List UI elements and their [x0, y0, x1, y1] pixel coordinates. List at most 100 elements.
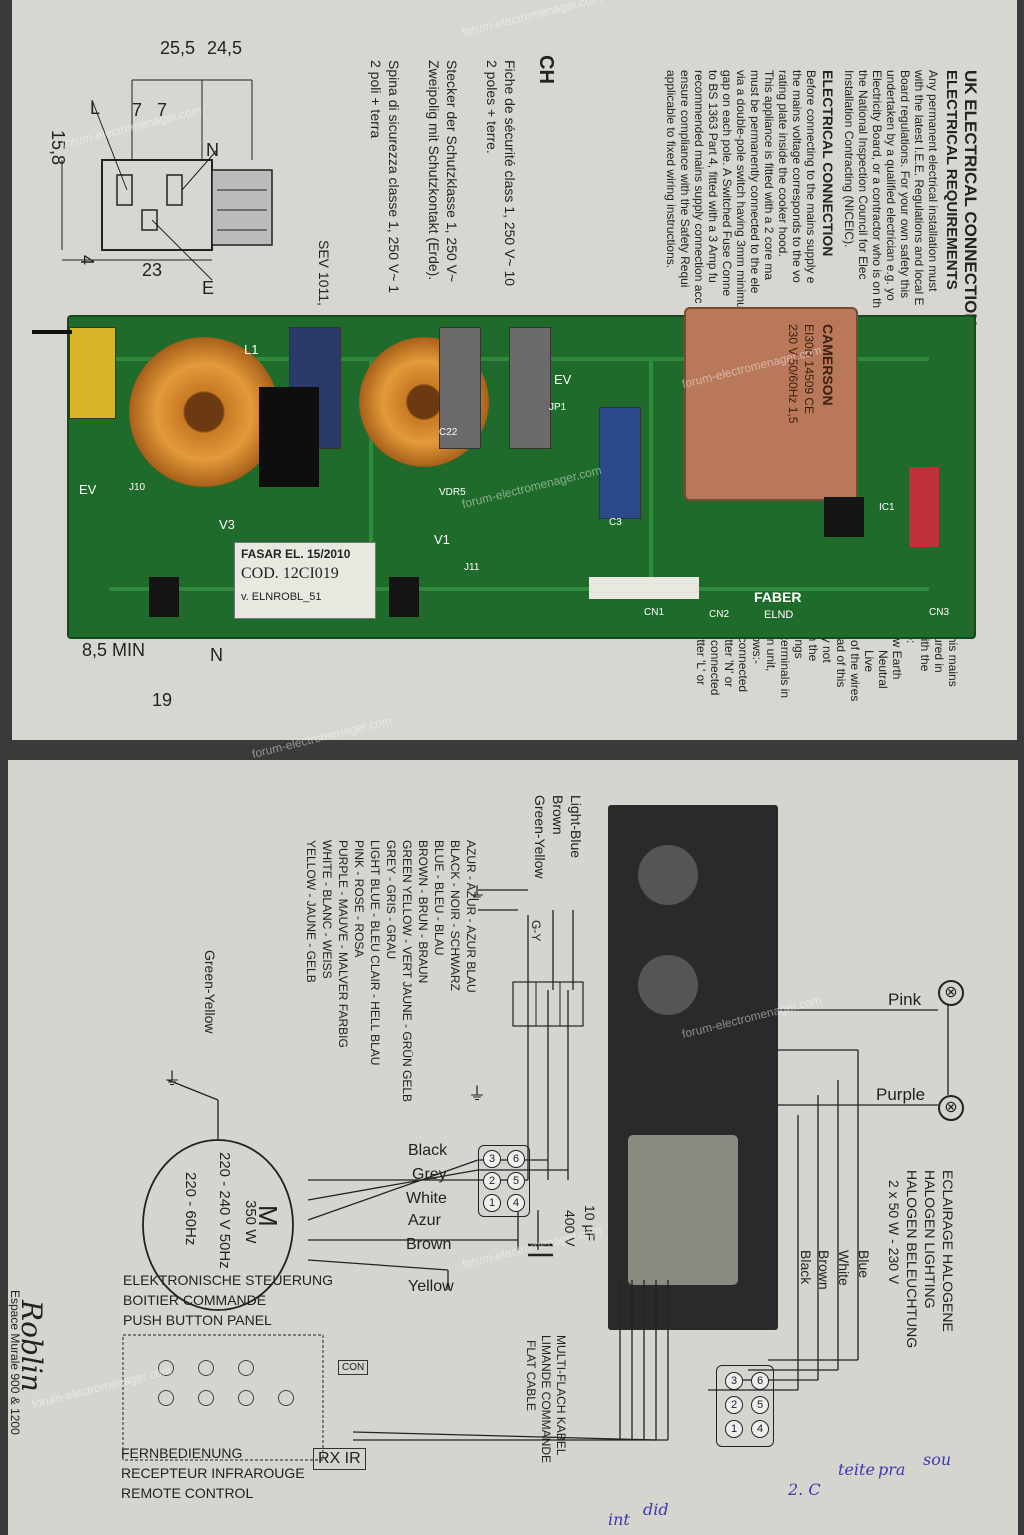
- flat-cable-line: MULTI-FLACH KABEL: [554, 1335, 568, 1456]
- uk-conn-line: the mains voltage corresponds to the vo: [790, 70, 804, 283]
- panel-button: [278, 1390, 294, 1406]
- mains-light-blue: Light-Blue: [568, 795, 584, 859]
- pcb-model: ELND: [764, 609, 794, 621]
- lighting-line: 2 x 50 W - 230 V: [886, 1180, 902, 1285]
- pcb-label-c22: C22: [439, 427, 458, 438]
- lamp-purple-label: Purple: [876, 1085, 926, 1104]
- uk-body-line: with the latest I.E.E. Regulations and l…: [912, 70, 926, 306]
- ch-line: 2 poli + terra: [368, 60, 384, 139]
- panel-line: BOITIER COMMANDE: [123, 1292, 267, 1308]
- legend-line: BROWN - BRUN - BRAUN: [416, 840, 430, 984]
- panel-con-label: CON: [338, 1360, 369, 1375]
- sticker-line2: COD. 12CI019: [241, 565, 339, 582]
- dim-d9: 19: [152, 690, 173, 710]
- pcb-board: CAMERSON EI30R 14509 CE 230 V 50/60Hz 1,…: [67, 307, 976, 639]
- dim-d3: 7: [132, 100, 143, 120]
- remote-line: FERNBEDIENUNG: [121, 1445, 243, 1461]
- panel-line: ELEKTRONISCHE STEUERUNG: [123, 1272, 334, 1288]
- lamp-pink-label: Pink: [888, 990, 922, 1009]
- ch-line: 2 poles + terre.: [484, 60, 500, 154]
- terminal-4: 4: [751, 1420, 769, 1438]
- lamp-pink: ⊗: [938, 980, 964, 1006]
- legend-line: BLACK - NOIR - SCHWARZ: [448, 840, 462, 991]
- mains-brown: Brown: [550, 795, 566, 835]
- uk-right-line: Neutral: [876, 650, 890, 689]
- pcb-label-cn3: CN3: [929, 607, 950, 618]
- transformer: CAMERSON EI30R 14509 CE 230 V 50/60Hz 1,…: [684, 307, 858, 501]
- ground-symbol-2: ⏚: [468, 1084, 486, 1104]
- remote-line: REMOTE CONTROL: [121, 1485, 254, 1501]
- handwritten-note: 2. C: [788, 1480, 821, 1499]
- motor-voltage: 220 - 240 V 50Hz: [216, 1152, 233, 1269]
- motor-wire-grey: Grey: [412, 1166, 447, 1183]
- motor-terminal-2: 2: [483, 1172, 501, 1190]
- uk-conn-line: applicable to fixed wiring instructions.: [664, 70, 678, 269]
- legend-line: LIGHT BLUE - BLEU CLAIR - HELL BLAU: [368, 840, 382, 1066]
- uk-subheading: ELECTRICAL REQUIREMENTS: [943, 70, 960, 290]
- uk-conn-line: via a double-pole switch having 3mm mini…: [734, 70, 748, 309]
- terminal-1: 1: [725, 1420, 743, 1438]
- panel-button: [238, 1360, 254, 1376]
- pcb-label-c3: C3: [609, 517, 622, 528]
- flat-cable-line: FLAT CABLE: [524, 1340, 538, 1411]
- motor-terminal-1: 1: [483, 1194, 501, 1212]
- panel-button: [158, 1360, 174, 1376]
- pcb-label-j10: J10: [129, 482, 146, 493]
- motor-terminal-5: 5: [507, 1172, 525, 1190]
- handwritten-note: sou: [923, 1450, 952, 1469]
- uk-body-line: Board regulations. For your own safety t…: [898, 70, 912, 299]
- motor-wire-azur: Azur: [408, 1212, 441, 1229]
- pcb-brand: FABER: [754, 589, 802, 605]
- connector-cn1: [589, 577, 699, 599]
- uk-conn-line: Before connecting to the mains supply e: [804, 70, 818, 284]
- motor-terminal-block: 6 5 4 3 2 1: [478, 1145, 530, 1217]
- transformer-line1: EI30R 14509 CE: [802, 324, 816, 415]
- gy-label: G-Y: [529, 920, 543, 942]
- panel-button: [198, 1390, 214, 1406]
- legend-line: GREEN YELLOW - VERT JAUNE - GRÜN GELB: [400, 840, 414, 1103]
- plug-label-l: L: [90, 98, 101, 118]
- relay-block: [259, 387, 319, 487]
- capacitor-yellow: [69, 327, 116, 419]
- legend-line: PINK - ROSE - ROSA: [352, 840, 366, 958]
- mains-green-yellow: Green-Yellow: [532, 795, 548, 879]
- connector-red: [909, 467, 939, 547]
- toroid-coil-1: [129, 337, 279, 487]
- uk-conn-line: gap on each pole. A Switched Fuse Conne: [720, 70, 734, 297]
- pcb-label-ic1: IC1: [879, 502, 895, 513]
- wire-black: Black: [798, 1250, 814, 1285]
- dim-d2: 24,5: [207, 38, 243, 58]
- lighting-terminal-block: 6 5 4 3 2 1: [716, 1365, 774, 1447]
- terminal-2: 2: [725, 1396, 743, 1414]
- legend-line: YELLOW - JAUNE - GELB: [304, 840, 318, 983]
- rx-ir-label: RX IR: [313, 1448, 366, 1470]
- uk-body-line: Any permanent electrical installation mu…: [926, 70, 940, 292]
- panel-line: PUSH BUTTON PANEL: [123, 1312, 272, 1328]
- motor-wire-brown: Brown: [406, 1236, 452, 1253]
- motor-ground-label: Green-Yellow: [202, 950, 218, 1034]
- wire-blue: Blue: [856, 1250, 872, 1279]
- dim-d7: 23: [142, 260, 163, 280]
- capacitor-grey: [439, 327, 481, 449]
- pcb-label-ev2: EV: [554, 372, 572, 387]
- transformer-line2: 230 V 50/60Hz 1,5: [786, 324, 800, 424]
- motor-freq: 220 - 60Hz: [182, 1172, 199, 1246]
- dim-d1: 25,5: [160, 38, 196, 58]
- optocoupler-2: [389, 577, 419, 617]
- panel-button: [238, 1390, 254, 1406]
- page-footer: Espace Murale 900 & 1200: [8, 1290, 22, 1435]
- panel-button: [198, 1360, 214, 1376]
- uk-right-line: Live: [862, 650, 876, 673]
- uk-body-line: undertaken by a qualified electrician e.…: [884, 70, 898, 301]
- legend-line: WHITE - BLANC - WEISS: [320, 840, 334, 979]
- pcb-label-j11: J11: [464, 562, 480, 573]
- uk-heading: UK ELECTRICAL CONNECTION: [961, 70, 980, 326]
- motor-terminal-3: 3: [483, 1150, 501, 1168]
- remote-line: RECEPTEUR INFRAROUGE: [121, 1465, 305, 1481]
- wiring-lines-svg: [122, 889, 949, 1461]
- plug-label-n2: N: [210, 645, 223, 665]
- ch-line: Spina di sicurezza classe 1, 250 V~ 1: [386, 60, 402, 294]
- legend-line: PURPLE - MAUVE - MALVER FARBIG: [336, 840, 350, 1048]
- pcb-label-jp1: JP1: [549, 402, 567, 413]
- optocoupler-1: [149, 577, 179, 617]
